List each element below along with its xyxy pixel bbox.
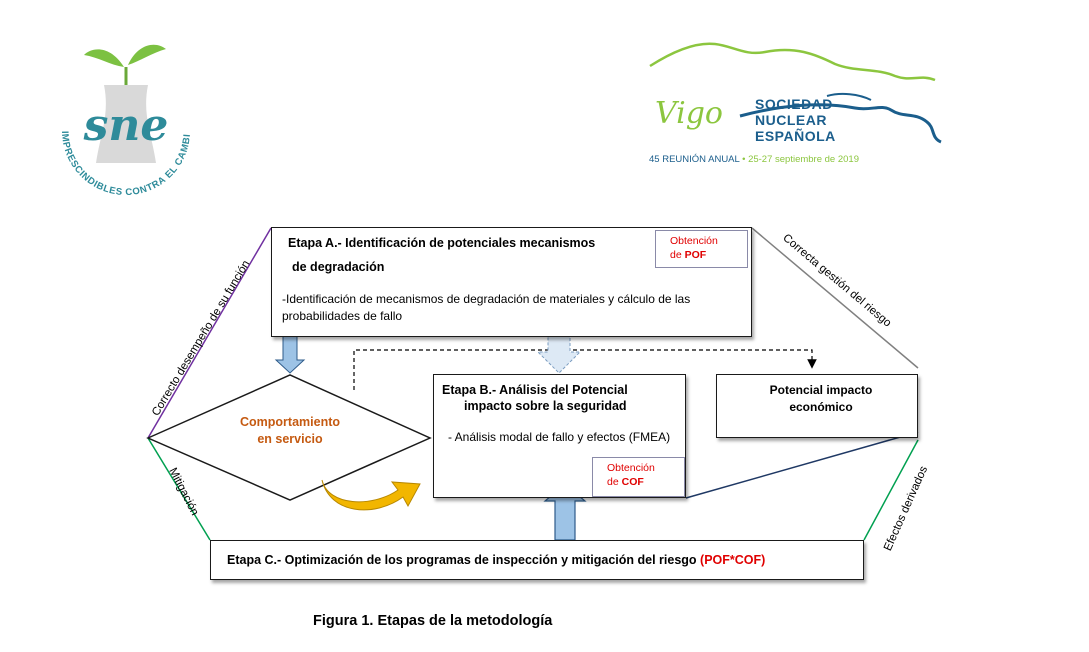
stage-b-box: Etapa B.- Análisis del Potencial impacto… (433, 374, 686, 498)
cof-label: COF (621, 476, 644, 488)
edge-blue-link (685, 431, 919, 499)
dashed-connector (353, 349, 817, 390)
cof-tag-line-2: de COF (607, 476, 644, 488)
stage-b-description: - Análisis modal de fallo y efectos (FME… (448, 430, 671, 444)
edge-bottom-right (863, 439, 919, 541)
pof-label: POF (684, 249, 707, 261)
stage-c-highlight: (POF*COF) (700, 553, 766, 567)
arrow-a-to-service (274, 335, 306, 374)
vigo-org-line-2: NUCLEAR (755, 112, 827, 128)
economic-impact-box: Potencial impacto económico (716, 374, 918, 438)
vigo-event-prefix: 45 REUNIÓN ANUAL (649, 154, 740, 165)
pof-tag-line-1: Obtención (670, 235, 718, 247)
stage-c-title: Etapa C.- Optimización de los programas … (227, 551, 765, 569)
stage-a-description: -Identificación de mecanismos de degrada… (282, 292, 691, 323)
stage-a-box: Etapa A.- Identificación de potenciales … (271, 227, 752, 337)
vigo-landscape-graphic (649, 42, 942, 144)
sne-wordmark: sne (83, 100, 169, 151)
stage-b-title-line-2: impacto sobre la seguridad (464, 399, 627, 413)
stage-a-title-line-2: de degradación (292, 260, 385, 274)
service-diamond (146, 374, 432, 501)
pof-tag: Obtención de POF (655, 230, 748, 268)
economic-impact-label: Potencial impacto económico (769, 383, 873, 414)
sne-logo-graphic: sne IMPRESCINDIBLES CONTRA EL CAMBIO CLI… (36, 27, 193, 198)
service-behavior-label: Comportamiento en servicio (240, 415, 340, 446)
vigo-script: Vigo (655, 96, 723, 131)
stage-c-text: Etapa C.- Optimización de los programas … (227, 553, 701, 567)
edge-top-left (147, 227, 272, 439)
stage-a-title-line-1: Etapa A.- Identificación de potenciales … (288, 236, 596, 250)
edge-bottom-left (147, 437, 211, 541)
edge-top-right (751, 227, 919, 369)
cof-tag-line-1: Obtención (607, 462, 655, 474)
vigo-org-line-3: ESPAÑOLA (755, 128, 836, 144)
vigo-event-line: 45 REUNIÓN ANUAL • 25-27 septiembre de 2… (649, 154, 859, 165)
vigo-event-bullet: • (742, 154, 746, 165)
vigo-event-logo: Vigo SOCIEDAD NUCLEAR ESPAÑOLA 45 REUNIÓ… (645, 38, 945, 178)
vigo-org-line-1: SOCIEDAD (755, 96, 833, 112)
pof-tag-line-2: de POF (670, 249, 707, 261)
curved-arrow (321, 479, 421, 511)
stage-c-box: Etapa C.- Optimización de los programas … (210, 540, 864, 580)
sne-logo: sne IMPRESCINDIBLES CONTRA EL CAMBIO CLI… (36, 27, 210, 198)
figure-caption: Figura 1. Etapas de la metodología (313, 613, 553, 629)
vigo-event-dates: 25-27 septiembre de 2019 (748, 154, 859, 165)
cof-tag: Obtención de COF (592, 457, 685, 497)
stage-b-title-line-1: Etapa B.- Análisis del Potencial (442, 383, 628, 397)
